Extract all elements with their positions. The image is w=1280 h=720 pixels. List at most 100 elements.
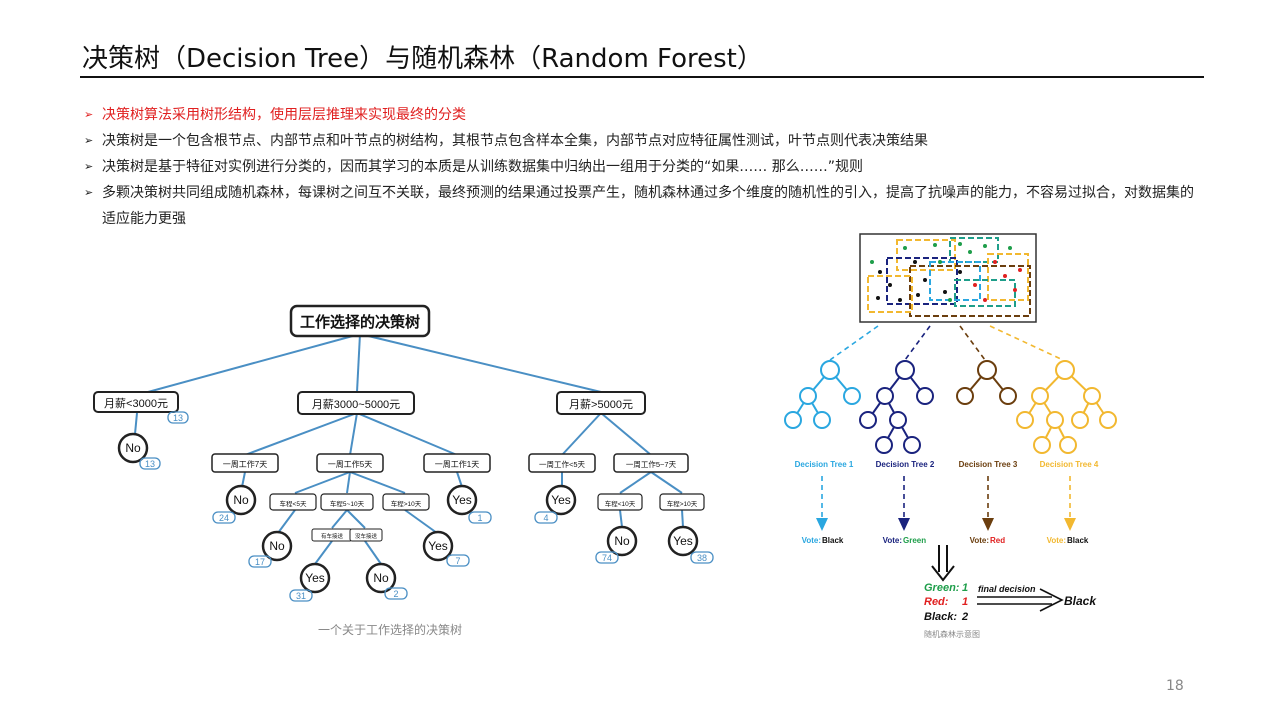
dist-5to10-label: 车程5~10天 (330, 499, 365, 508)
salary-mid-box (297, 391, 415, 415)
week1-label: 一周工作1天 (435, 459, 479, 469)
bullet-item-4: ➢ 多颗决策树共同组成随机森林，每课树之间互不关联，最终预测的结果通过投票产生，… (84, 180, 1204, 232)
dist-lt5-box (269, 493, 317, 511)
count-labels: 13 13 24 17 31 2 7 1 4 74 38 (145, 413, 707, 601)
vote-value-2: Green (903, 536, 926, 545)
dataset-box (859, 233, 1037, 323)
count-label: 17 (255, 557, 265, 567)
count-label: 31 (296, 591, 306, 601)
vote-prefix: Vote: (883, 536, 902, 545)
arrow-bullet-icon: ➢ (84, 160, 94, 173)
tally-black-count: 2 (961, 611, 968, 623)
vote-tally: Green: 1 Red: 1 Black: 2 (924, 582, 968, 623)
forest-tree-2 (859, 360, 934, 454)
arrow-down-icon (982, 518, 994, 531)
decision-tree-caption: 一个关于工作选择的决策树 (318, 623, 463, 637)
tally-green-label: Green: (924, 582, 960, 594)
salary-low-box (93, 391, 179, 413)
leaf-circle (667, 525, 699, 557)
tree-leaf-labels: No No No Yes No Yes Yes Yes No Yes (125, 441, 692, 585)
vote-values: Black Green Red Black (822, 536, 1089, 545)
leaf-label-no: No (373, 571, 389, 585)
leaf-label-yes: Yes (428, 539, 448, 553)
slide-title: 决策树（Decision Tree）与随机森林（Random Forest） (82, 44, 763, 74)
leaf-label-no: No (614, 534, 630, 548)
commute-gt10-box (659, 493, 705, 511)
commute-lt10-box (597, 493, 643, 511)
dist-gt10-box (382, 493, 430, 511)
arrow-down-icon (1064, 518, 1076, 531)
bullet-text-3: 决策树是基于特征对实例进行分类的，因而其学习的本质是从训练数据集中归纳出一组用于… (102, 159, 863, 175)
bullet-item-2: ➢ 决策树是一个包含根节点、内部节点和叶节点的树结构，其根节点包含样本全集，内部… (84, 128, 1204, 154)
final-decision-label: final decision (978, 584, 1036, 594)
forest-tree-3 (956, 360, 1017, 405)
leaf-circle (545, 484, 577, 516)
bullet-item-1: ➢ 决策树算法采用树形结构，使用层层推理来实现最终的分类 (84, 102, 1204, 128)
forest-tree-1 (784, 360, 861, 429)
dist-gt10-label: 车程>10天 (391, 499, 422, 508)
bullet-list: ➢ 决策树算法采用树形结构，使用层层推理来实现最终的分类 ➢ 决策树是一个包含根… (84, 102, 1204, 232)
leaf-circle (299, 562, 331, 594)
dist-lt5-label: 车程<5天 (280, 499, 307, 508)
vote-prefixes: Vote: Vote: Vote: Vote: (802, 536, 1066, 545)
salary-high-label: 月薪>5000元 (569, 398, 633, 411)
leaf-circle (606, 525, 638, 557)
leaf-label-no: No (269, 539, 285, 553)
tree-leaves (117, 432, 699, 594)
tree-edges (134, 333, 684, 565)
leaf-label-no: No (125, 441, 141, 455)
week5-label: 一周工作5天 (328, 459, 372, 469)
leaf-label-yes: Yes (551, 493, 571, 507)
tally-green-count: 1 (962, 582, 968, 594)
arrow-down-icon (898, 518, 910, 531)
leaf-circle (117, 432, 149, 464)
leaf-circle (261, 530, 293, 562)
forest-tree-labels: Decision Tree 1 Decision Tree 2 Decision… (795, 460, 1099, 469)
salary-low-label: 月薪<3000元 (104, 397, 168, 410)
tally-red-label: Red: (924, 596, 949, 608)
week7-box (211, 453, 279, 473)
commute-lt10-label: 车程<10天 (605, 499, 636, 508)
forest-tree-4 (1016, 360, 1117, 454)
vote-prefix: Vote: (970, 536, 989, 545)
week-lt5-box (528, 453, 596, 473)
tree-box-labels: 工作选择的决策树 月薪<3000元 月薪3000~5000元 月薪>5000元 … (104, 313, 698, 540)
leaf-circle (446, 484, 478, 516)
leaf-label-yes: Yes (673, 534, 693, 548)
random-forest-caption: 随机森林示意图 (924, 630, 980, 639)
week7-label: 一周工作7天 (223, 459, 267, 469)
leaf-label-no: No (233, 493, 249, 507)
dataset-subsets (867, 237, 1031, 317)
week5-box (316, 453, 384, 473)
bullet-text-2: 决策树是一个包含根节点、内部节点和叶节点的树结构，其根节点包含样本全集，内部节点… (102, 133, 928, 149)
leaf-circle (225, 484, 257, 516)
week-5to7-box (613, 453, 689, 473)
small-a-label: 有车接送 (321, 532, 344, 540)
tree-boxes (93, 304, 705, 542)
tree-3-name: Decision Tree 3 (959, 460, 1018, 469)
small-b-box (349, 528, 383, 542)
small-b-label: 没车接送 (355, 532, 378, 540)
bullet-item-3: ➢ 决策树是基于特征对实例进行分类的，因而其学习的本质是从训练数据集中归纳出一组… (84, 154, 1204, 180)
leaf-circle (365, 562, 397, 594)
sampling-lines (829, 325, 1064, 361)
root-node-label: 工作选择的决策树 (300, 313, 420, 331)
final-result-label: Black (1064, 594, 1097, 608)
week-lt5-label: 一周工作<5天 (539, 459, 586, 469)
vote-prefix: Vote: (802, 536, 821, 545)
count-bubbles (139, 411, 714, 602)
dataset-points (870, 242, 1022, 302)
title-divider (80, 76, 1204, 78)
final-arrow-icon (977, 588, 1064, 612)
tree-2-name: Decision Tree 2 (876, 460, 935, 469)
salary-mid-label: 月薪3000~5000元 (312, 398, 400, 411)
vote-value-3: Red (990, 536, 1005, 545)
arrow-bullet-icon: ➢ (84, 186, 94, 199)
vote-prefix: Vote: (1047, 536, 1066, 545)
vote-arrowheads (816, 518, 1076, 531)
count-label: 74 (602, 553, 612, 563)
count-label: 38 (697, 553, 707, 563)
count-label: 2 (393, 589, 398, 599)
